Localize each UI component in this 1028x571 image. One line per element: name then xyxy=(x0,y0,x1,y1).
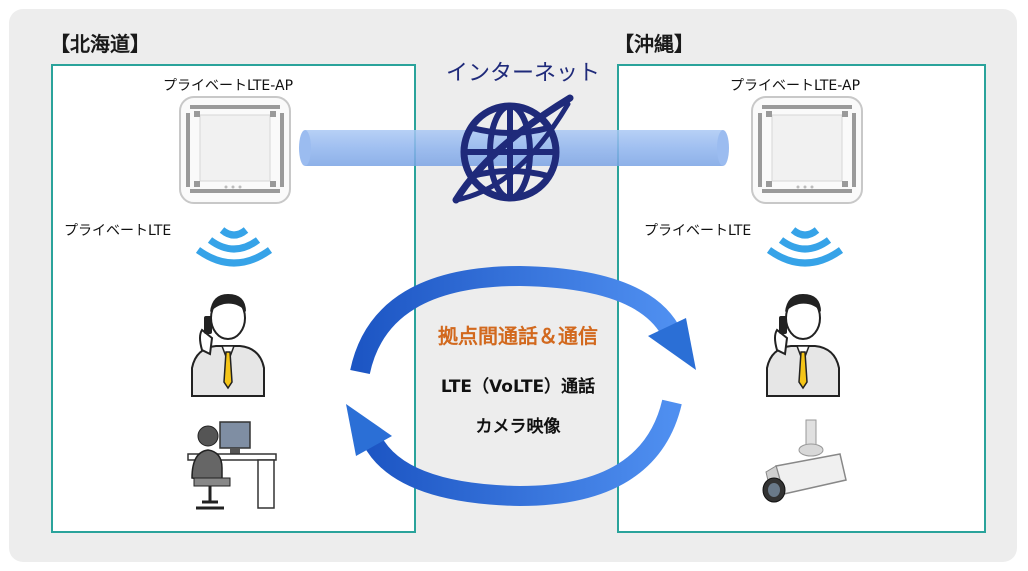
wifi-signal-icon xyxy=(195,227,273,267)
businessman-phone-icon xyxy=(191,294,265,397)
right-ap-label: プライベートLTE-AP xyxy=(730,78,861,94)
right-lte-label: プライベートLTE xyxy=(644,223,752,239)
wifi-signal-icon xyxy=(766,227,844,267)
globe-icon xyxy=(452,94,574,204)
left-lte-label: プライベートLTE xyxy=(64,223,172,239)
office-worker-icon xyxy=(187,421,277,510)
center-line-camera: カメラ映像 xyxy=(475,417,561,437)
access-point-icon xyxy=(751,96,863,204)
access-point-icon xyxy=(179,96,291,204)
center-heading: 拠点間通話＆通信 xyxy=(438,324,598,348)
left-site-title: 【北海道】 xyxy=(50,32,150,56)
security-camera-icon xyxy=(762,419,847,503)
left-ap-label: プライベートLTE-AP xyxy=(163,78,294,94)
right-site-title: 【沖縄】 xyxy=(614,32,694,56)
internet-label: インターネット xyxy=(446,61,601,86)
center-line-volte: LTE（VoLTE）通話 xyxy=(440,377,596,397)
businessman-phone-icon xyxy=(766,294,840,397)
